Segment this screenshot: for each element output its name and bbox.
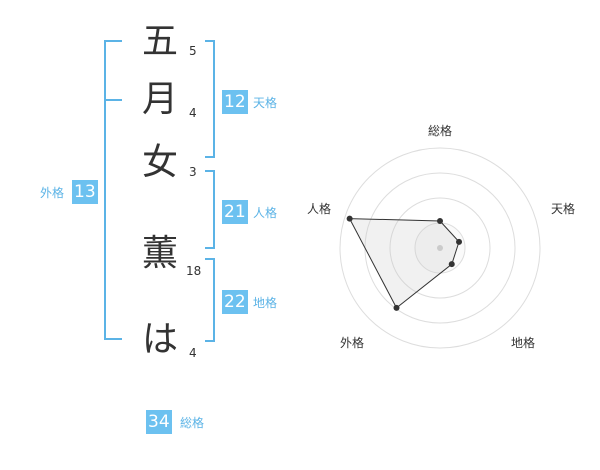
radar-area: [348, 218, 460, 309]
name-char-2: 月: [141, 79, 178, 120]
soukaku-label: 総格: [180, 416, 205, 430]
stroke-count-1: 5: [189, 44, 197, 58]
soukaku-badge: 34: [146, 410, 172, 434]
radar-point-5: [346, 215, 353, 222]
gaikaku-badge: 13: [72, 180, 98, 204]
tenkaku-badge: 12: [222, 90, 248, 114]
jinkaku-badge: 21: [222, 200, 248, 224]
jinkaku-label: 人格: [253, 206, 278, 220]
chikaku-label: 地格: [253, 296, 278, 310]
chikaku-badge: 22: [222, 290, 248, 314]
radar-point-1: [437, 218, 443, 224]
name-char-4: 薫: [141, 233, 178, 274]
radar-point-3: [448, 261, 455, 268]
stroke-count-3: 3: [189, 165, 197, 179]
radar-center: [437, 245, 443, 251]
name-char-5: は: [141, 319, 178, 360]
radar-label-tenkaku: 天格: [551, 202, 576, 216]
radar-point-2: [456, 238, 463, 245]
stroke-count-5: 4: [189, 346, 197, 360]
radar-label-chikaku: 地格: [511, 336, 536, 350]
radar-label-gaikaku: 外格: [340, 336, 365, 350]
radar-ring: [339, 147, 541, 349]
gaikaku-label: 外格: [40, 186, 65, 200]
radar-label-jinkaku: 人格: [307, 202, 332, 216]
stroke-count-4: 18: [186, 264, 202, 278]
name-char-1: 五: [141, 21, 178, 62]
name-char-3: 女: [141, 142, 178, 183]
radar-point-4: [393, 304, 400, 311]
radar-label-soukaku: 総格: [428, 124, 453, 138]
tenkaku-label: 天格: [253, 96, 278, 110]
radar-ring: [389, 197, 491, 299]
stroke-count-2: 4: [189, 106, 197, 120]
